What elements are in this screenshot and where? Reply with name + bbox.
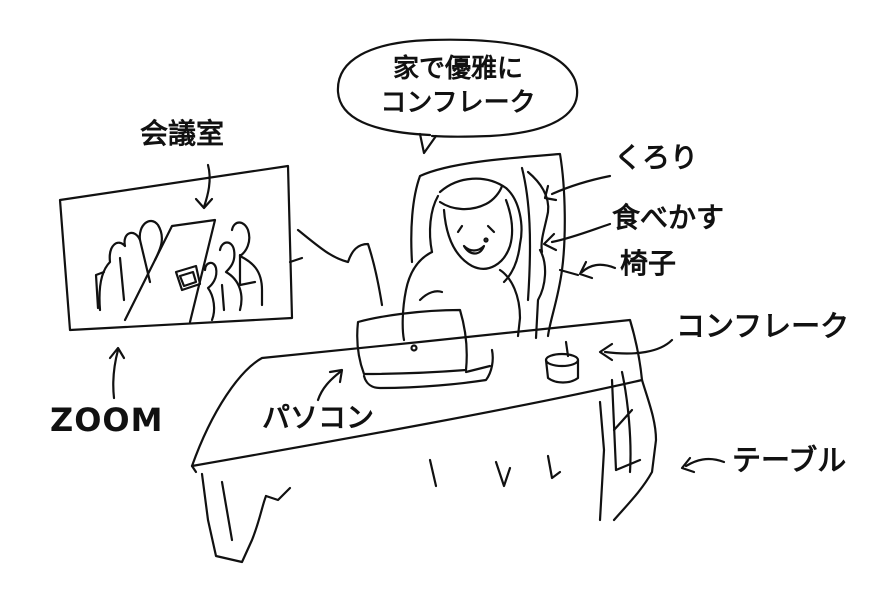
speech-bubble-text: 家で優雅に コンフレーク [352, 52, 564, 120]
label-zoom: ZOOM [50, 401, 164, 439]
label-table: テーブル [732, 443, 847, 477]
speech-bubble-line1: 家で優雅に [392, 54, 523, 84]
label-meeting-room: 会議室 [140, 117, 225, 150]
chair [410, 152, 580, 488]
speech-bubble-line2: コンフレーク [380, 88, 536, 118]
cornflakes-cup [544, 340, 580, 384]
table [190, 318, 658, 564]
person [401, 177, 523, 342]
zoom-screen [58, 164, 294, 332]
arrows [108, 163, 726, 474]
label-kurori: くろり [614, 141, 699, 174]
label-crumbs: 食べかす [612, 201, 725, 234]
label-cornflakes: コンフレーク [676, 309, 850, 343]
laptop [356, 308, 494, 390]
speech-bubble [336, 38, 579, 155]
label-chair: 椅子 [620, 247, 677, 280]
label-pc: パソコン [262, 401, 375, 434]
